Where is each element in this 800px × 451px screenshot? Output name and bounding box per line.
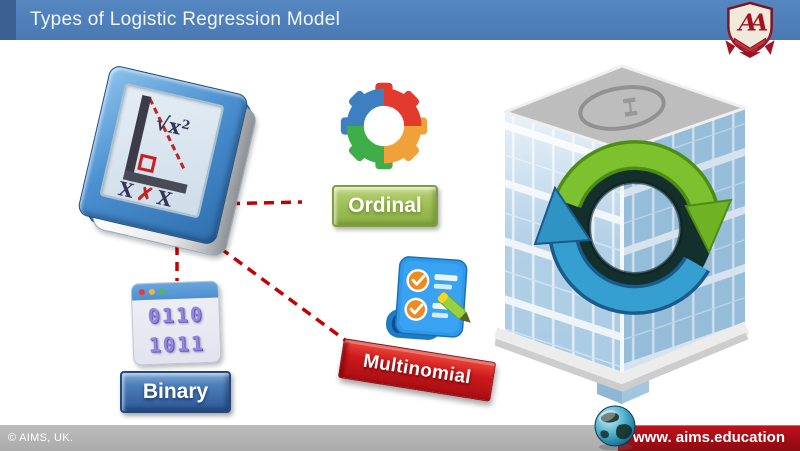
aims-crest-logo: AA (724, 1, 776, 58)
mark-x3: X (155, 186, 175, 212)
formula-exponent: 2 (180, 117, 191, 133)
office-building-icon: H (492, 60, 795, 405)
math-book-icon: √x2 X✗X (76, 64, 259, 259)
mark-x2: ✗ (135, 181, 156, 207)
ordinal-button[interactable]: Ordinal (332, 185, 438, 227)
svg-text:X✗X: X✗X (116, 177, 174, 212)
green-dot-icon (158, 288, 165, 295)
binary-digits: 0110 1011 (132, 300, 220, 361)
header-bar: Types of Logistic Regression Model (0, 0, 800, 40)
crest-icon: AA (725, 1, 775, 58)
binary-window-icon: 0110 1011 (130, 280, 222, 366)
binary-line2: 1011 (148, 331, 206, 357)
globe-icon (591, 405, 641, 451)
binary-line1: 0110 (147, 302, 205, 328)
header-accent (0, 0, 16, 40)
svg-text:√x2: √x2 (153, 111, 192, 142)
copyright-text: © AIMS, UK. (8, 432, 74, 444)
checklist-icon (377, 251, 479, 351)
red-dot-icon (138, 289, 146, 296)
gear-icon (336, 74, 432, 178)
helipad-letter: H (618, 95, 640, 119)
binary-button[interactable]: Binary (120, 371, 231, 413)
window-titlebar (131, 281, 219, 301)
math-graph: √x2 X✗X (116, 94, 192, 212)
yellow-dot-icon (148, 288, 156, 295)
sync-arrows-icon (533, 140, 733, 315)
page-title: Types of Logistic Regression Model (30, 9, 341, 30)
mark-x1: X (116, 177, 136, 203)
website-banner[interactable]: www. aims.education (618, 425, 800, 451)
formula-base: √x (153, 111, 184, 140)
pencil-icon (437, 291, 471, 323)
